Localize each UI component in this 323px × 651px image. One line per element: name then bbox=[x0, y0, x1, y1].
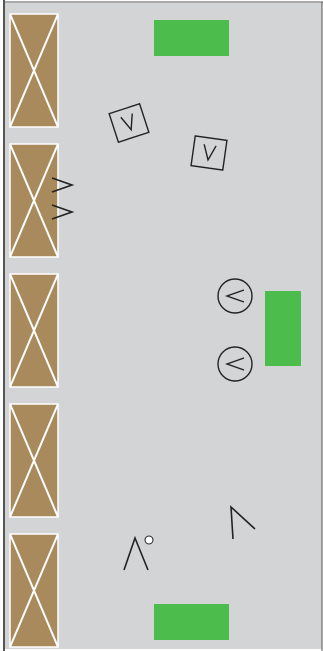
shelf-2 bbox=[10, 144, 58, 257]
zone-top bbox=[154, 20, 229, 56]
zone-right bbox=[265, 291, 301, 366]
shelf-column bbox=[10, 14, 58, 647]
shelf-3 bbox=[10, 274, 58, 387]
shelf-1 bbox=[10, 14, 58, 127]
zone-bottom bbox=[154, 604, 229, 640]
robot-dot bbox=[145, 536, 153, 544]
shelf-5 bbox=[10, 534, 58, 647]
shelf-4 bbox=[10, 404, 58, 517]
